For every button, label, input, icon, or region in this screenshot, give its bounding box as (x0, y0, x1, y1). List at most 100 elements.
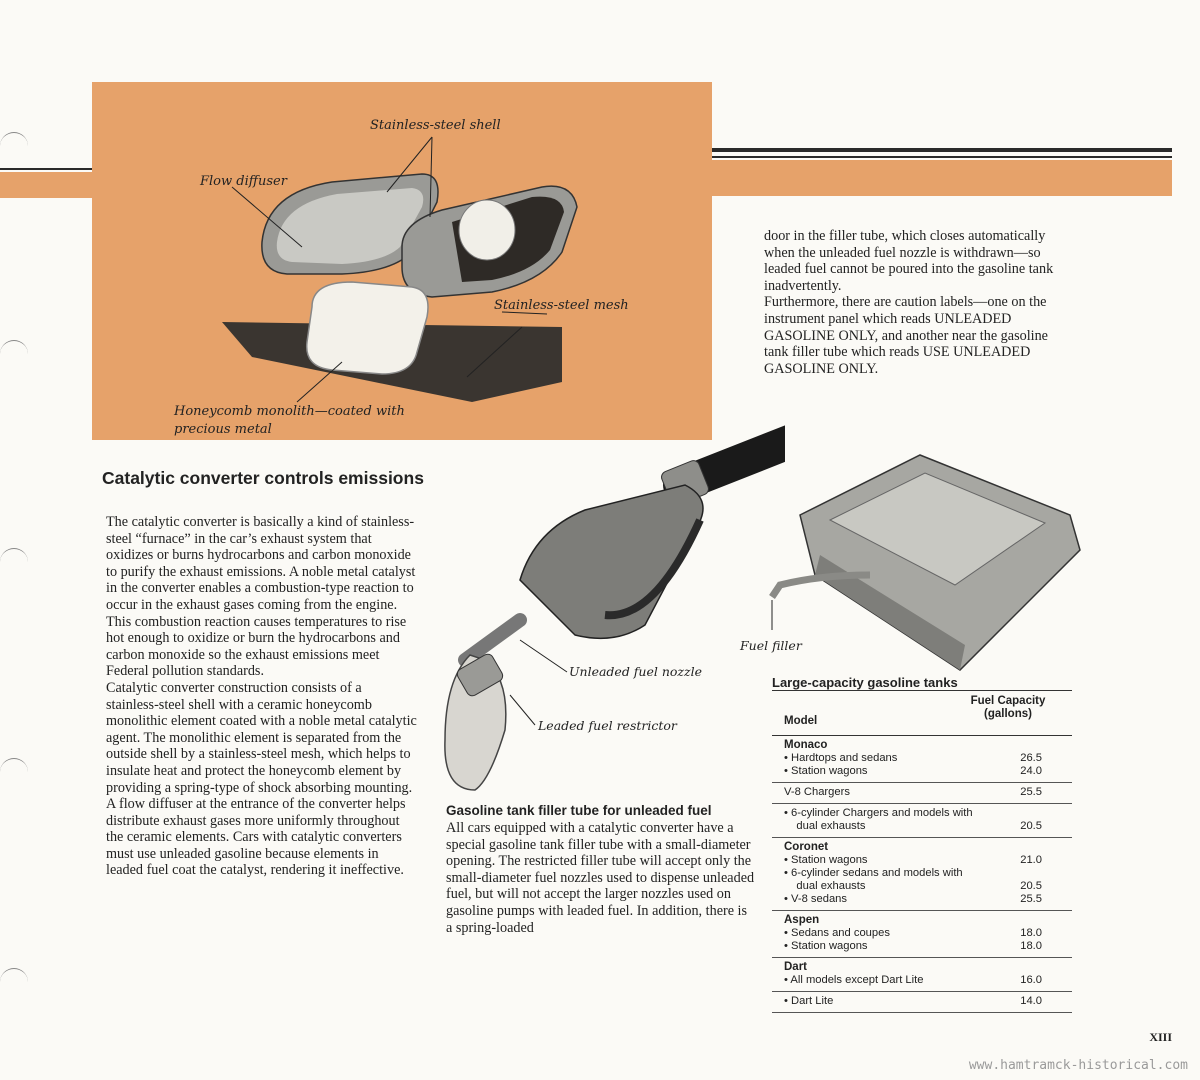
tank-side (815, 555, 965, 670)
filler-tube (769, 571, 871, 599)
fuel-hose (663, 425, 785, 502)
fuel-nozzle-illustration (444, 425, 785, 791)
table-row-label: • Hardtops and sedans (784, 752, 898, 764)
table-group-name: Aspen (784, 914, 820, 926)
table-header: Model Fuel Capacity (gallons) (772, 691, 1072, 736)
leader-line (509, 694, 536, 726)
nozzle-trigger (604, 518, 704, 620)
label-leaded-restrictor: Leaded fuel restrictor (538, 718, 677, 733)
leader-line (296, 361, 343, 403)
fuel-capacity-table: Model Fuel Capacity (gallons) Monaco• Ha… (772, 690, 1072, 1013)
binder-hole-mark (0, 548, 28, 569)
table-group: V-8 Chargers 25.5 (772, 783, 1072, 804)
table-row-value: 16.0 (1020, 974, 1042, 986)
filler-tube-subheading: Gasoline tank filler tube for unleaded f… (446, 803, 712, 818)
shell-left-inner (276, 188, 424, 264)
page-number: XIII (1149, 1030, 1172, 1044)
leader-line (501, 311, 548, 315)
table-group: Dart• All models except Dart Lite 16.0 (772, 958, 1072, 992)
table-row-label: • V-8 sedans (784, 893, 848, 905)
table-row-label: • Dart Lite (784, 995, 834, 1007)
column3-paragraph-1: door in the filler tube, which closes au… (764, 228, 1054, 294)
leader-line (231, 186, 303, 248)
table-group-name: Monaco (784, 739, 828, 751)
table-group: • 6-cylinder Chargers and models with du… (772, 804, 1072, 838)
table-row-value: 25.5 (1020, 893, 1042, 905)
orange-band (712, 160, 1172, 196)
band-rule (0, 168, 92, 170)
table-row: • All models except Dart Lite 16.0 (784, 974, 1072, 987)
table-row-label: • 6-cylinder Chargers and models with (784, 807, 973, 819)
table-row-label: • Station wagons (784, 765, 868, 777)
column2-paragraph: All cars equipped with a catalytic conve… (446, 820, 755, 936)
table-row: • 6-cylinder sedans and models with (784, 867, 1072, 880)
capacity-header-line2: (gallons) (984, 708, 1032, 720)
text-column-2: Gasoline tank filler tube for unleaded f… (446, 803, 756, 936)
table-row-value: 20.5 (1020, 880, 1042, 892)
capacity-header-line1: Fuel Capacity (970, 695, 1046, 707)
table-row-value: 20.5 (1020, 820, 1042, 832)
table-row: V-8 Chargers 25.5 (784, 786, 1072, 799)
column-header-model: Model (784, 715, 818, 727)
table-row: • V-8 sedans 25.5 (784, 893, 1072, 906)
table-group-name: Coronet (784, 841, 829, 853)
table-row: dual exhausts 20.5 (784, 820, 1072, 833)
table-title: Large-capacity gasoline tanks (772, 675, 958, 690)
catalytic-converter-illustration (222, 136, 578, 403)
band-rule (712, 156, 1172, 158)
tank-top (828, 472, 1047, 586)
table-row-value: 18.0 (1020, 940, 1042, 952)
watermark: www.hamtramck-historical.com (968, 1058, 1188, 1073)
callout-monolith-2: precious metal (174, 422, 272, 437)
table-row: • Sedans and coupes 18.0 (784, 927, 1072, 940)
callout-mesh: Stainless-steel mesh (494, 298, 629, 313)
converter-illustration-panel: Stainless-steel shell Flow diffuser Stai… (92, 82, 712, 440)
column1-paragraph-1: The catalytic converter is basically a k… (106, 514, 416, 680)
table-row: • Station wagons 18.0 (784, 940, 1072, 953)
table-row-label: • Sedans and coupes (784, 927, 890, 939)
column1-paragraph-2: Catalytic converter construction consist… (106, 679, 417, 879)
table-row-value: 18.0 (1020, 927, 1042, 939)
table-row: dual exhausts 20.5 (784, 880, 1072, 893)
binder-hole-mark (0, 968, 28, 989)
gas-tank-illustration (769, 454, 1081, 671)
leader-line (519, 639, 568, 673)
table-row-label: • 6-cylinder sedans and models with (784, 867, 963, 879)
table-row: • 6-cylinder Chargers and models with (784, 807, 1072, 820)
table-group-name: Dart (784, 961, 808, 973)
label-fuel-filler: Fuel filler (740, 638, 802, 653)
restrictor-collar (456, 653, 504, 697)
label-unleaded-nozzle: Unleaded fuel nozzle (569, 664, 702, 679)
article-heading: Catalytic converter controls emissions (102, 468, 424, 488)
table-row: • Dart Lite 14.0 (784, 995, 1072, 1008)
callout-monolith: Honeycomb monolith—coated with (174, 404, 405, 419)
table-row-value: 21.0 (1020, 854, 1042, 866)
table-row-label: dual exhausts (784, 820, 866, 832)
honeycomb-monolith (305, 281, 429, 375)
callout-shell: Stainless-steel shell (370, 118, 501, 133)
table-row: • Hardtops and sedans 26.5 (784, 752, 1072, 765)
leader-line (386, 136, 433, 193)
leader-line (429, 136, 433, 218)
table-group: • Dart Lite 14.0 (772, 992, 1072, 1013)
table-row-label: • All models except Dart Lite (784, 974, 924, 986)
leader-line (466, 326, 523, 378)
table-row-value: 25.5 (1020, 786, 1042, 798)
text-column-1: The catalytic converter is basically a k… (106, 514, 418, 879)
honeycomb-end (458, 199, 516, 261)
table-row-label: V-8 Chargers (784, 786, 850, 798)
table-row-value: 26.5 (1020, 752, 1042, 764)
table-row-value: 14.0 (1020, 995, 1042, 1007)
binder-hole-mark (0, 132, 28, 153)
nozzle-spout (458, 613, 527, 667)
table-row-label: • Station wagons (784, 940, 868, 952)
band-rule (712, 148, 1172, 152)
orange-band-left (0, 172, 92, 198)
table-row-label: dual exhausts (784, 880, 866, 892)
binder-hole-mark (0, 340, 28, 361)
